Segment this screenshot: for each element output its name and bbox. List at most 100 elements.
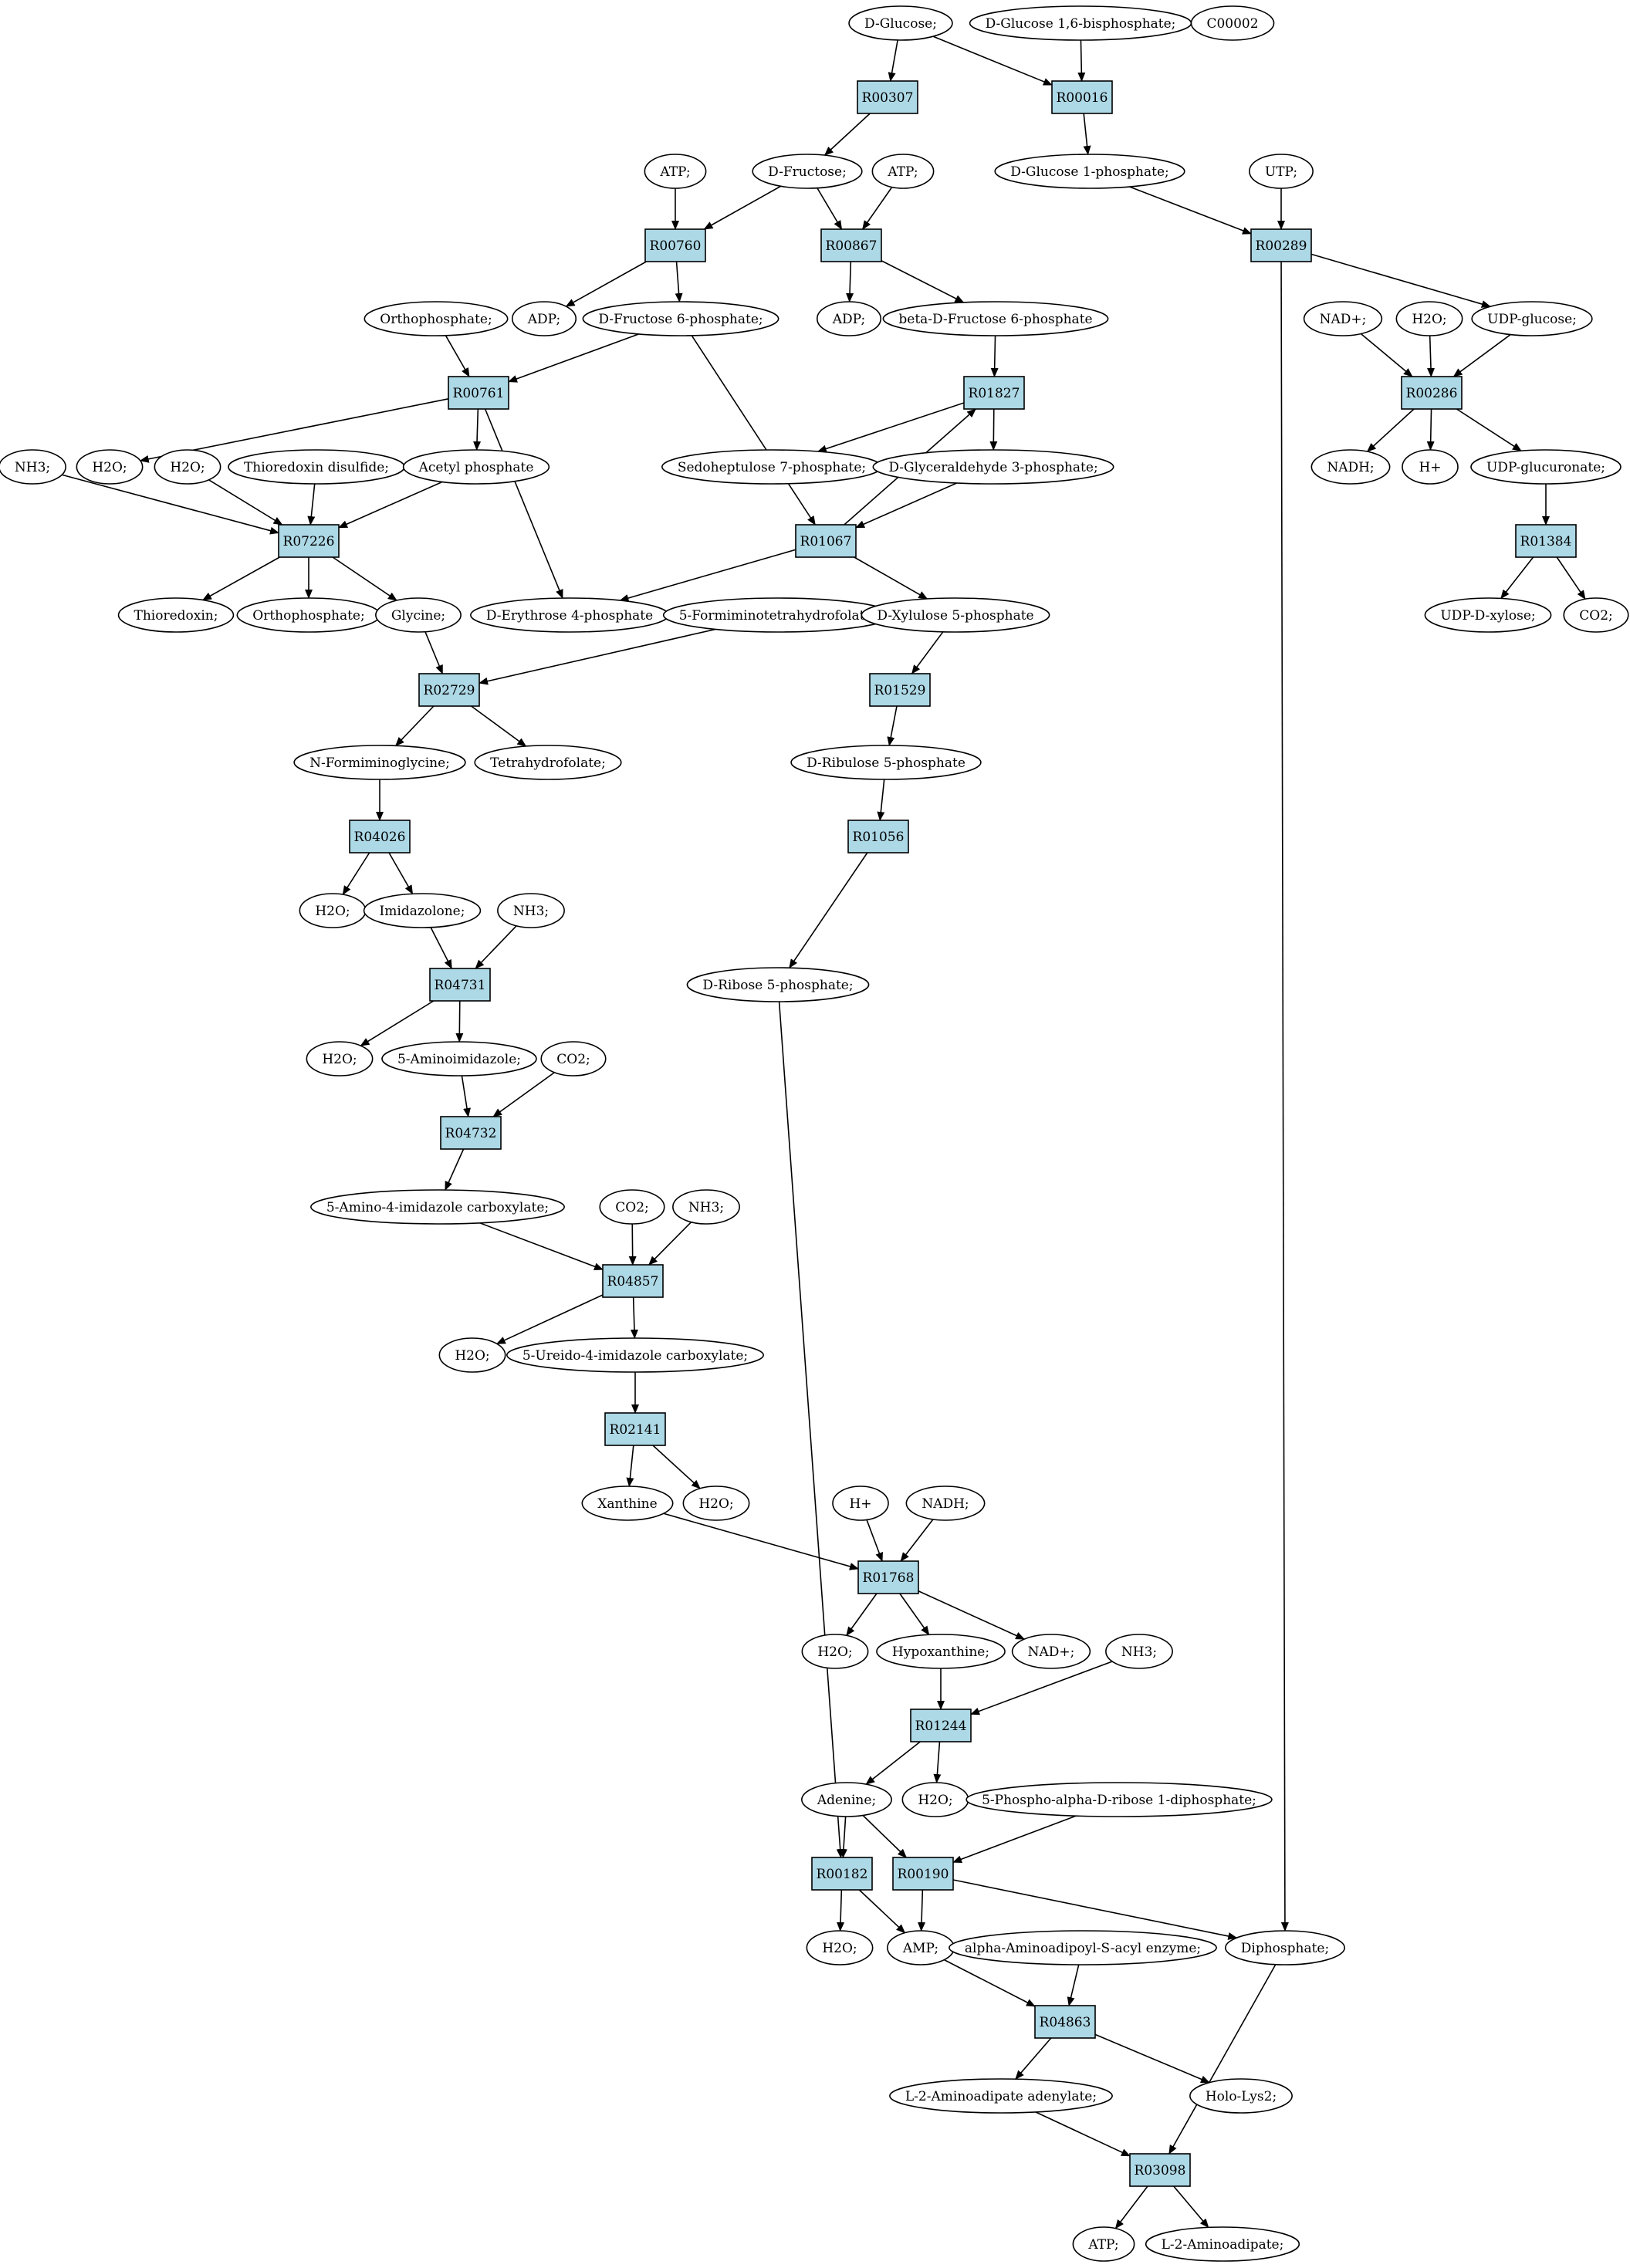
node-label: H2O; xyxy=(698,1496,733,1512)
metabolite-node-m-thf: Tetrahydrofolate; xyxy=(474,745,622,780)
node-label: N-Formiminoglycine; xyxy=(309,755,450,771)
node-label: H2O; xyxy=(822,1941,857,1956)
metabolite-ellipse xyxy=(949,1930,1217,1965)
edge-r00761-to-m-e4p xyxy=(484,408,563,599)
metabolite-node-m-c00002: C00002 xyxy=(1190,5,1275,41)
node-label: R01384 xyxy=(1520,534,1572,549)
reaction-node-r07226: R07226 xyxy=(278,524,340,558)
edge-m-f6p-to-r00761 xyxy=(508,333,640,383)
metabolite-ellipse xyxy=(310,1189,565,1225)
node-label: D-Glucose; xyxy=(864,16,937,32)
node-label: D-Erythrose 4-phosphate xyxy=(486,608,653,624)
metabolite-ellipse xyxy=(581,1486,674,1521)
edge-r00286-to-m-udpglcua xyxy=(1456,408,1522,451)
metabolite-node-m-5fthf: 5-Formiminotetrahydrofolate; xyxy=(662,597,894,633)
metabolite-node-m-udpglcua: UDP-glucuronate; xyxy=(1470,449,1622,485)
metabolite-node-m-glucose: D-Glucose; xyxy=(848,5,953,41)
metabolite-node-m-hplus2: H+ xyxy=(832,1486,889,1521)
reaction-box xyxy=(278,524,340,558)
node-label: NADH; xyxy=(1327,460,1374,475)
edge-r00761-to-m-acetylp xyxy=(473,408,482,451)
node-label: ATP; xyxy=(1087,2237,1118,2253)
node-label: R00182 xyxy=(817,1867,868,1882)
node-label: R03098 xyxy=(1135,2163,1186,2178)
node-label: CO2; xyxy=(556,1052,590,1067)
node-label: H2O; xyxy=(1412,312,1446,327)
edge-r04026-to-m-imidazolone xyxy=(388,852,414,895)
node-label: NH3; xyxy=(513,904,549,919)
metabolite-node-m-hololys2: Holo-Lys2; xyxy=(1189,2078,1293,2114)
edge-r01384-to-m-udpxyl xyxy=(1500,556,1534,600)
edge-r01529-to-m-ru5p xyxy=(887,705,898,746)
edge-m-udpglc-to-r00286 xyxy=(1452,333,1511,377)
metabolite-ellipse xyxy=(1105,1634,1173,1669)
metabolite-ellipse xyxy=(474,745,622,780)
reaction-box xyxy=(910,1709,972,1742)
node-label: UDP-D-xylose; xyxy=(1440,608,1535,624)
edge-r00867-to-m-bf6p xyxy=(881,260,965,303)
node-label: Glycine; xyxy=(391,608,445,624)
edge-m-co2-b-to-r04732 xyxy=(492,1072,555,1117)
edge-r04731-to-m-5aminoimid xyxy=(455,1000,464,1043)
metabolite-ellipse xyxy=(511,301,577,336)
node-label: Tetrahydrofolate; xyxy=(490,755,606,771)
node-label: H2O; xyxy=(92,460,127,475)
reaction-node-r00307: R00307 xyxy=(857,80,918,114)
edge-m-glycine-to-r02729 xyxy=(424,631,444,674)
metabolite-node-m-aacyl: alpha-Aminoadipoyl-S-acyl enzyme; xyxy=(949,1930,1217,1965)
node-label: R02729 xyxy=(424,683,475,698)
node-label: L-2-Aminoadipate adenylate; xyxy=(905,2089,1097,2104)
metabolite-ellipse xyxy=(1395,301,1463,336)
metabolite-ellipse xyxy=(381,1041,537,1077)
metabolite-node-m-adenine: Adenine; xyxy=(801,1782,892,1817)
metabolite-node-m-thiodis: Thioredoxin disulfide; xyxy=(228,449,405,485)
edge-r00289-to-m-udpglc xyxy=(1310,253,1491,308)
node-label: Adenine; xyxy=(817,1793,876,1808)
edge-m-xanthine-to-r01768 xyxy=(663,1513,859,1570)
metabolite-node-m-g16bp: D-Glucose 1,6-bisphosphate; xyxy=(969,5,1192,41)
metabolite-node-m-bf6p: beta-D-Fructose 6-phosphate xyxy=(882,301,1109,336)
edge-m-orthophos1-to-r00761 xyxy=(445,335,470,377)
metabolite-node-m-h2o-h: H2O; xyxy=(801,1634,869,1669)
metabolite-node-m-atp3: ATP; xyxy=(1072,2226,1135,2262)
reaction-node-r03098: R03098 xyxy=(1129,2153,1191,2187)
metabolite-ellipse xyxy=(882,301,1109,336)
reaction-box xyxy=(1034,2005,1096,2039)
reaction-node-r01768: R01768 xyxy=(857,1560,919,1594)
edge-m-nh3-2-to-r04731 xyxy=(475,925,517,969)
metabolite-node-m-h2o-e: H2O; xyxy=(306,1041,374,1077)
reaction-box xyxy=(604,1412,666,1446)
edge-r04732-to-m-5a4ic xyxy=(445,1148,465,1191)
node-label: ADP; xyxy=(527,312,560,327)
reaction-box xyxy=(1051,80,1113,114)
metabolite-node-m-h2o-f: H2O; xyxy=(438,1337,506,1373)
node-label: R01768 xyxy=(863,1570,915,1586)
metabolite-ellipse xyxy=(1470,449,1622,485)
metabolite-node-m-5u4ic: 5-Ureido-4-imidazole carboxylate; xyxy=(506,1337,764,1373)
reaction-box xyxy=(349,820,411,853)
metabolite-ellipse xyxy=(375,597,462,633)
metabolite-node-m-hypoxanthine: Hypoxanthine; xyxy=(876,1634,1006,1669)
metabolite-node-m-h2o-i: H2O; xyxy=(901,1782,969,1817)
edge-r07226-to-m-thioredoxin xyxy=(201,556,280,601)
node-label: NAD+; xyxy=(1028,1644,1075,1660)
edge-m-g16bp-to-r00016 xyxy=(1077,39,1086,82)
reaction-node-r04026: R04026 xyxy=(349,820,411,853)
metabolite-ellipse xyxy=(1011,1634,1091,1669)
edge-r00182-to-m-amp xyxy=(858,1889,906,1934)
edge-r00182-to-m-h2o-j xyxy=(837,1889,845,1932)
metabolite-ellipse xyxy=(1249,154,1314,189)
reaction-box xyxy=(795,524,857,558)
metabolite-node-m-h2o-j: H2O; xyxy=(806,1930,874,1965)
edge-r04857-to-m-5u4ic xyxy=(630,1296,638,1339)
reaction-box xyxy=(602,1264,664,1298)
node-label: D-Glucose 1-phosphate; xyxy=(1010,164,1169,180)
reaction-node-r00286: R00286 xyxy=(1401,376,1463,410)
nodes-layer: D-Glucose; D-Glucose 1,6-bisphosphate;C00… xyxy=(0,5,1629,2262)
reaction-box xyxy=(644,228,706,262)
metabolite-ellipse xyxy=(1424,597,1552,633)
metabolite-ellipse xyxy=(402,449,550,485)
metabolite-node-m-fructose: D-Fructose; xyxy=(752,154,863,189)
reaction-box xyxy=(1401,376,1463,410)
